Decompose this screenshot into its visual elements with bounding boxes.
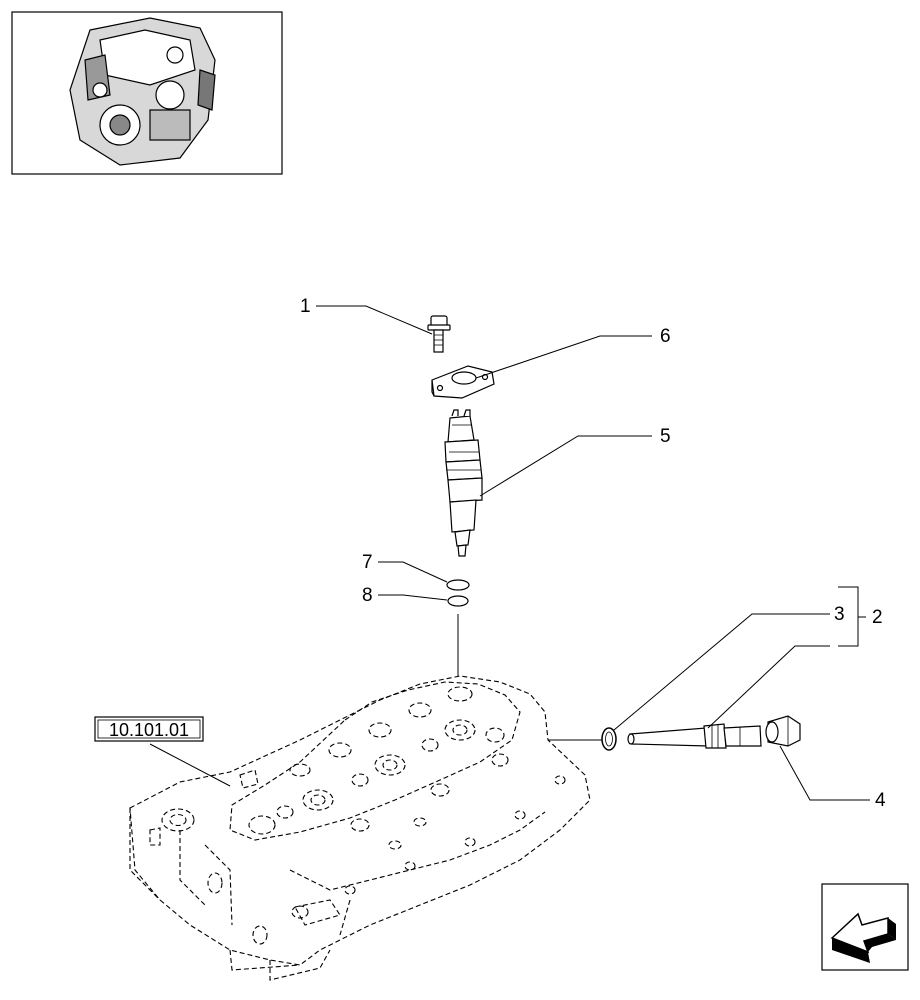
part-clamp-bracket[interactable] xyxy=(431,365,495,399)
leader-lines xyxy=(149,305,870,801)
reference-label: 10.101.01 xyxy=(109,720,189,740)
reference-box[interactable]: 10.101.01 xyxy=(94,716,204,742)
part-washer-7[interactable] xyxy=(446,579,470,591)
part-bolt[interactable] xyxy=(427,315,451,353)
callout-5: 5 xyxy=(660,426,671,447)
back-arrow-button[interactable] xyxy=(821,883,909,971)
callout-6: 6 xyxy=(660,326,671,347)
part-injector[interactable] xyxy=(444,409,483,557)
part-oring-3[interactable] xyxy=(601,727,617,751)
part-oring-8[interactable] xyxy=(447,595,469,607)
callout-8: 8 xyxy=(362,585,373,606)
cylinder-head[interactable] xyxy=(129,675,591,981)
callout-4: 4 xyxy=(875,790,886,811)
callout-1: 1 xyxy=(300,296,311,317)
part-nut[interactable] xyxy=(765,715,801,747)
engine-thumbnail[interactable] xyxy=(11,11,283,175)
callout-7: 7 xyxy=(362,552,373,573)
back-arrow-icon xyxy=(830,912,896,963)
engine-thumbnail-icon xyxy=(69,17,216,166)
part-connector-tube[interactable] xyxy=(627,723,762,749)
callout-3: 3 xyxy=(834,604,845,625)
callout-labels: 1 6 5 7 8 3 2 4 xyxy=(300,296,886,811)
callout-2: 2 xyxy=(872,607,883,628)
